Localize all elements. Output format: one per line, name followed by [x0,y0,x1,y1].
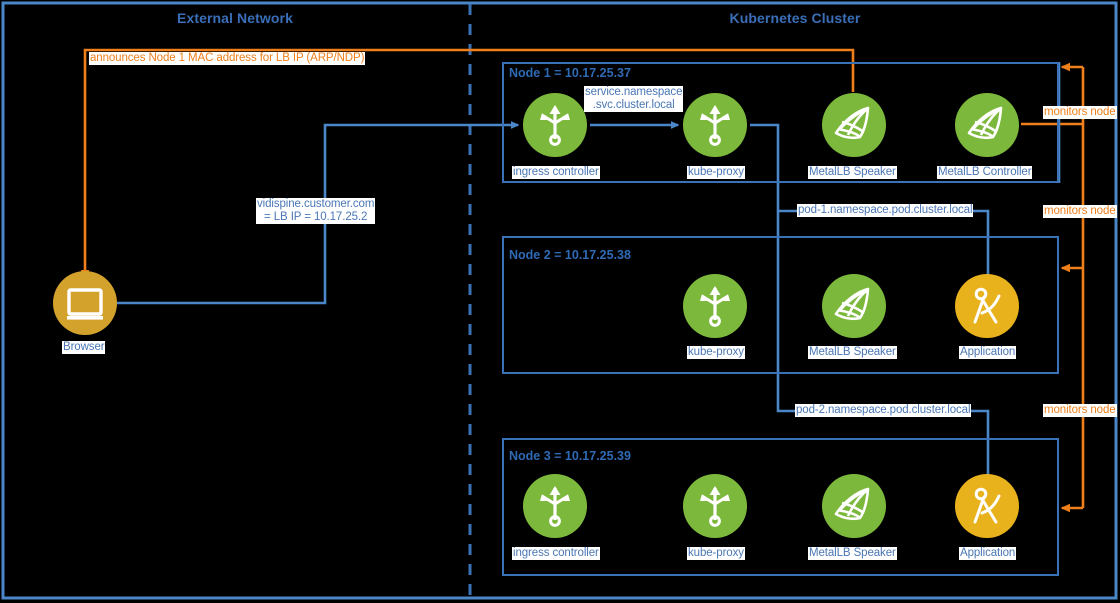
icon-metallb-speaker-node-1 [822,93,886,157]
node-title-node-2: Node 2 = 10.17.25.38 [509,248,631,262]
browser-icon [53,271,117,335]
icon-metallb-speaker-node-2 [822,274,886,338]
label-application-node-2: Application [959,346,1017,359]
icon-metallb-controller-node-1 [955,93,1019,157]
label-application-node-3: Application [959,547,1017,560]
annotation-monitors-node-2: monitors node [1043,205,1117,218]
icon-kube-proxy-node-2 [683,274,747,338]
node-title-node-3: Node 3 = 10.17.25.39 [509,449,631,463]
label-kube-proxy-node-1: kube-proxy [687,166,745,179]
label-kube-proxy-node-2: kube-proxy [687,346,745,359]
zone-title-cluster: Kubernetes Cluster [729,10,861,26]
label-kube-proxy-node-3: kube-proxy [687,547,745,560]
label-ingress-controller-node-3: ingress controller [512,547,600,560]
annotation-arp-announce: announces Node 1 MAC address for LB IP (… [89,52,366,65]
annotation-pod2-dns: pod-2.namespace.pod.cluster.local [795,404,972,417]
annotation-service-dns: service.namespace .svc.cluster.local [584,86,684,112]
annotation-monitors-node-3: monitors node [1043,404,1117,417]
icon-ingress-controller-node-1 [523,93,587,157]
icon-ingress-controller-node-3 [523,474,587,538]
node-title-node-1: Node 1 = 10.17.25.37 [509,66,631,80]
icon-application-node-2 [955,274,1019,338]
node-box-node-2 [502,236,1059,374]
annotation-lb-ip: vidispine.customer.com = LB IP = 10.17.2… [256,198,376,224]
annotation-monitors-node-1: monitors node [1043,106,1117,119]
label-metallb-speaker-node-1: MetalLB Speaker [808,166,897,179]
icon-application-node-3 [955,474,1019,538]
browser-label: Browser [62,341,106,354]
annotation-pod1-dns: pod-1.namespace.pod.cluster.local [797,204,974,217]
label-metallb-speaker-node-3: MetalLB Speaker [808,547,897,560]
zone-title-external: External Network [177,10,293,26]
icon-metallb-speaker-node-3 [822,474,886,538]
label-ingress-controller-node-1: ingress controller [512,166,600,179]
label-metallb-speaker-node-2: MetalLB Speaker [808,346,897,359]
icon-kube-proxy-node-1 [683,93,747,157]
node-box-node-3 [502,438,1059,576]
icon-kube-proxy-node-3 [683,474,747,538]
label-metallb-controller-node-1: MetalLB Controller [937,166,1033,179]
node-box-node-1 [502,62,1059,183]
